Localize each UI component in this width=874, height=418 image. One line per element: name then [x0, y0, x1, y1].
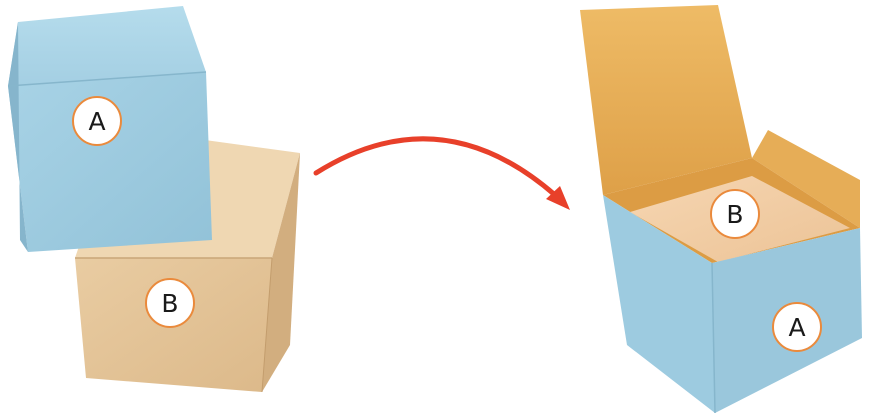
label-badge-left-a: A [73, 97, 121, 145]
curved-arrow [316, 139, 570, 210]
label-right-b: B [726, 200, 743, 229]
label-left-a: A [88, 107, 105, 136]
label-right-a: A [788, 313, 805, 342]
left-box-a-front [8, 72, 212, 252]
label-badge-left-b: B [146, 279, 194, 327]
label-badge-right-b: B [711, 190, 759, 238]
label-left-b: B [161, 289, 178, 318]
label-badge-right-a: A [773, 303, 821, 351]
